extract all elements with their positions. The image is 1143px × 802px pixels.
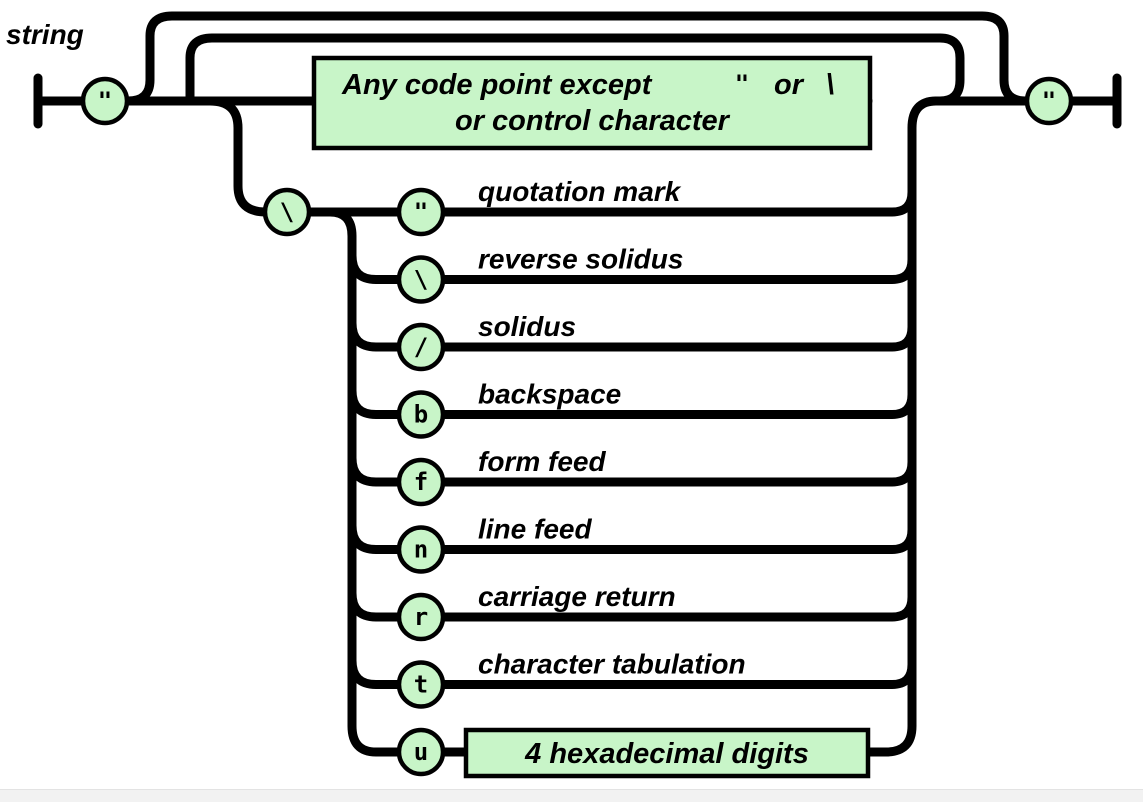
close-quote-char: " (1042, 87, 1056, 115)
escape-char: r (414, 603, 428, 631)
escape-terminal (396, 390, 446, 439)
escape-char: / (414, 333, 428, 361)
escape-track (347, 453, 917, 487)
escape-terminal (396, 525, 446, 574)
escape-label: carriage return (478, 581, 676, 612)
escape-rows: " quotation mark \ reverse solidus / solidus b… (396, 176, 746, 709)
any-code-point-line2: or control character (455, 105, 731, 137)
any-code-point-or: or (774, 69, 805, 101)
escape-row: \ reverse solidus (396, 244, 683, 304)
escape-label: backspace (478, 379, 621, 410)
any-code-point-quote: " (735, 70, 749, 98)
escape-track (347, 251, 917, 284)
unicode-escape-row: u 4 hexadecimal digits (396, 727, 871, 779)
escape-terminal (396, 322, 446, 372)
hex-digits-box (463, 727, 871, 779)
close-quote-terminal: " (1024, 76, 1074, 126)
unicode-escape-char: u (414, 738, 428, 766)
escape-char: n (414, 536, 428, 564)
escape-tracks (347, 187, 917, 689)
escape-char: \ (414, 266, 428, 294)
escape-row: n line feed (396, 514, 592, 574)
any-code-point-line1: Any code point except (341, 69, 653, 101)
escape-row: " quotation mark (396, 176, 682, 237)
escape-terminal (396, 187, 446, 237)
escape-row: / solidus (396, 311, 576, 372)
backslash-terminal: \ (262, 187, 312, 237)
escape-char: " (414, 198, 428, 226)
open-quote-terminal: " (80, 76, 130, 126)
bottom-scroll-strip (0, 789, 1143, 802)
escape-char: t (414, 671, 428, 699)
escape-track (347, 318, 917, 352)
escape-char: b (414, 401, 428, 429)
escape-label: solidus (478, 311, 576, 342)
escape-char: f (414, 468, 428, 496)
hex-digits-label: 4 hexadecimal digits (524, 738, 809, 770)
escape-track (438, 187, 917, 217)
escape-track (347, 656, 917, 689)
escape-row: r carriage return (396, 581, 676, 642)
escape-label: character tabulation (478, 649, 746, 680)
escape-terminal (396, 660, 446, 709)
escape-track (347, 386, 917, 419)
escape-row: b backspace (396, 379, 621, 439)
escape-terminal (396, 592, 446, 642)
backslash-char: \ (280, 198, 294, 226)
escape-row: t character tabulation (396, 649, 746, 709)
escape-terminal (396, 255, 446, 304)
escape-label: form feed (478, 446, 606, 477)
any-code-point-backslash: \ (826, 69, 834, 101)
escape-row: f form feed (396, 446, 606, 507)
escape-label: reverse solidus (478, 244, 683, 275)
escape-terminal (396, 457, 446, 507)
escape-label: line feed (478, 514, 592, 545)
diagram-title: string (6, 19, 84, 50)
escape-label: quotation mark (478, 176, 682, 207)
escape-track (347, 521, 917, 554)
escape-track (347, 588, 917, 622)
open-quote-char: " (98, 87, 112, 115)
any-code-point-box: Any code point except " or \ or control … (311, 55, 873, 151)
